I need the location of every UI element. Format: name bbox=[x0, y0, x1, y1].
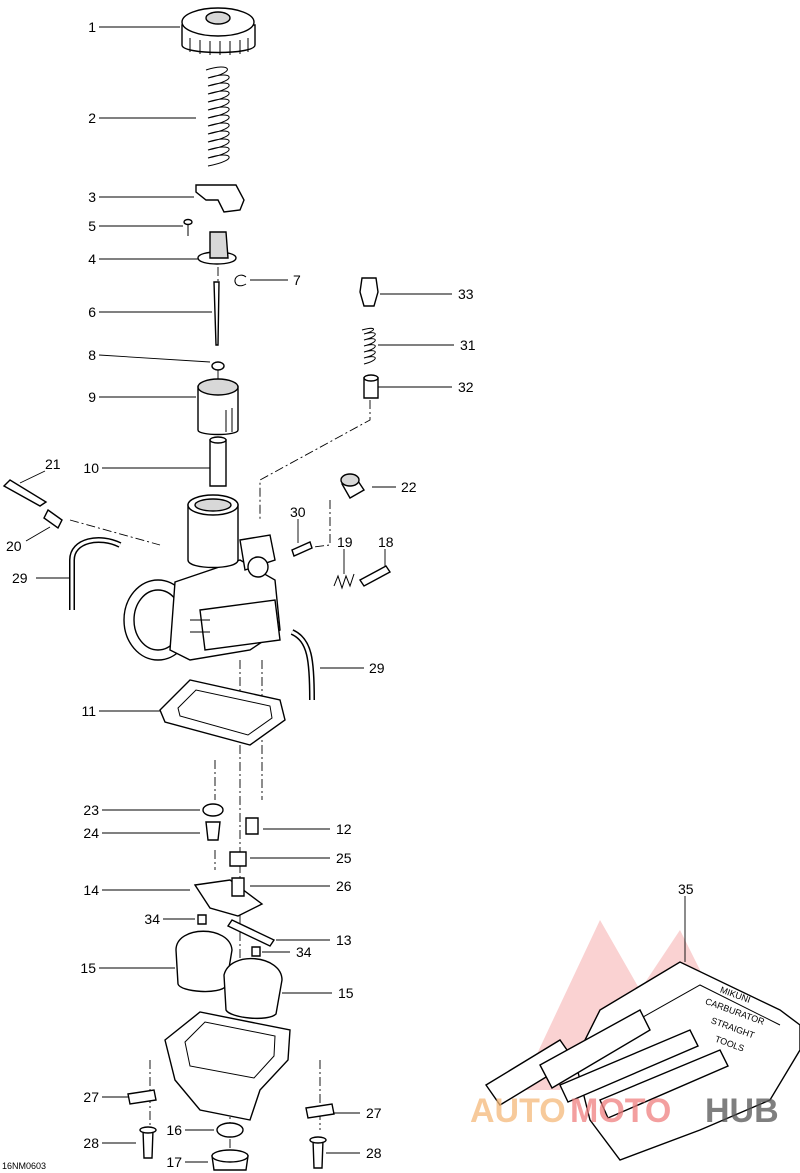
needle-holder bbox=[197, 231, 237, 265]
float-clips bbox=[197, 914, 261, 957]
clip-plate bbox=[195, 184, 245, 213]
throttle-spring bbox=[205, 66, 230, 167]
callout-label-c18: 18 bbox=[378, 534, 394, 550]
air-screw-spring bbox=[333, 573, 355, 590]
bowl-screws bbox=[139, 1126, 327, 1169]
leader-line-c20 bbox=[25, 526, 51, 542]
callout-label-c19: 19 bbox=[337, 534, 353, 550]
callout-label-c16: 16 bbox=[166, 1122, 182, 1138]
idle-screw bbox=[291, 541, 313, 557]
callout-label-c15a: 15 bbox=[80, 960, 96, 976]
callout-label-c27a: 27 bbox=[83, 1089, 99, 1105]
jet-needle bbox=[213, 281, 220, 346]
leader-line-c21 bbox=[19, 470, 46, 484]
small-screw bbox=[183, 218, 193, 236]
needle-jet bbox=[205, 821, 221, 841]
reference-code: 16NM0603 bbox=[2, 1161, 46, 1171]
drain-o-ring bbox=[216, 1122, 244, 1138]
callout-label-c5: 5 bbox=[88, 218, 96, 234]
callout-label-c30: 30 bbox=[290, 504, 306, 520]
float-bowl-gasket bbox=[159, 679, 286, 746]
callout-label-c6: 6 bbox=[88, 304, 96, 320]
washer bbox=[211, 361, 225, 371]
rubber-cap bbox=[340, 473, 365, 499]
float-arm bbox=[193, 877, 264, 917]
e-clip bbox=[234, 274, 247, 287]
clamp-plates bbox=[127, 1089, 335, 1119]
callout-label-c7: 7 bbox=[293, 272, 301, 288]
watermark-part1: AUTO bbox=[470, 1092, 566, 1130]
callout-label-c21: 21 bbox=[45, 456, 61, 472]
vent-hoses bbox=[69, 537, 315, 701]
watermark-text: AUTO MOTO HUB bbox=[470, 1092, 779, 1130]
callout-label-c10: 10 bbox=[83, 460, 99, 476]
floats bbox=[175, 930, 283, 1020]
callout-label-c28a: 28 bbox=[83, 1135, 99, 1151]
callout-label-c15b: 15 bbox=[338, 985, 354, 1001]
carburetor-cap bbox=[181, 7, 256, 55]
callout-label-c17: 17 bbox=[166, 1154, 182, 1170]
pilot-jet bbox=[245, 817, 259, 835]
air-screw bbox=[358, 565, 392, 587]
callout-label-c29b: 29 bbox=[369, 660, 385, 676]
carburetor-body bbox=[123, 494, 281, 661]
slide-shaft bbox=[209, 436, 227, 487]
callout-label-c24: 24 bbox=[83, 825, 99, 841]
callout-label-c1: 1 bbox=[88, 19, 96, 35]
callout-label-c11: 11 bbox=[81, 703, 96, 719]
watermark-part2: MOTO bbox=[570, 1092, 671, 1130]
callout-label-c29a: 29 bbox=[12, 570, 28, 586]
watermark-part3: HUB bbox=[705, 1092, 779, 1130]
callout-label-c23: 23 bbox=[83, 802, 99, 818]
callout-label-c9: 9 bbox=[88, 389, 96, 405]
callout-label-c22: 22 bbox=[401, 479, 417, 495]
callout-label-c34a: 34 bbox=[144, 911, 160, 927]
callout-label-c14: 14 bbox=[83, 882, 99, 898]
callout-label-c4: 4 bbox=[88, 251, 96, 267]
callout-label-c27b: 27 bbox=[366, 1105, 382, 1121]
main-jet bbox=[229, 851, 247, 867]
leader-line-c8 bbox=[98, 354, 211, 363]
float-bowl bbox=[164, 1011, 291, 1121]
callout-label-c8: 8 bbox=[88, 347, 96, 363]
callout-label-c32: 32 bbox=[458, 379, 474, 395]
callout-label-c13: 13 bbox=[336, 932, 352, 948]
throttle-slide bbox=[197, 378, 239, 436]
drain-plug bbox=[211, 1149, 249, 1171]
o-ring bbox=[202, 803, 224, 817]
pilot-screw bbox=[2, 479, 63, 530]
callout-label-c26: 26 bbox=[336, 878, 352, 894]
float-pin bbox=[226, 919, 276, 947]
carburetor-tool-kit bbox=[484, 961, 800, 1161]
callout-label-c31: 31 bbox=[460, 337, 476, 353]
callout-label-c3: 3 bbox=[88, 189, 96, 205]
cable-adjuster bbox=[359, 277, 379, 399]
callout-label-c28b: 28 bbox=[366, 1145, 382, 1161]
callout-label-c2: 2 bbox=[88, 110, 96, 126]
callout-label-c34b: 34 bbox=[296, 944, 312, 960]
callout-label-c35: 35 bbox=[678, 881, 694, 897]
callout-label-c25: 25 bbox=[336, 850, 352, 866]
callout-label-c12: 12 bbox=[336, 821, 352, 837]
callout-label-c33: 33 bbox=[458, 286, 474, 302]
callout-label-c20: 20 bbox=[6, 538, 22, 554]
